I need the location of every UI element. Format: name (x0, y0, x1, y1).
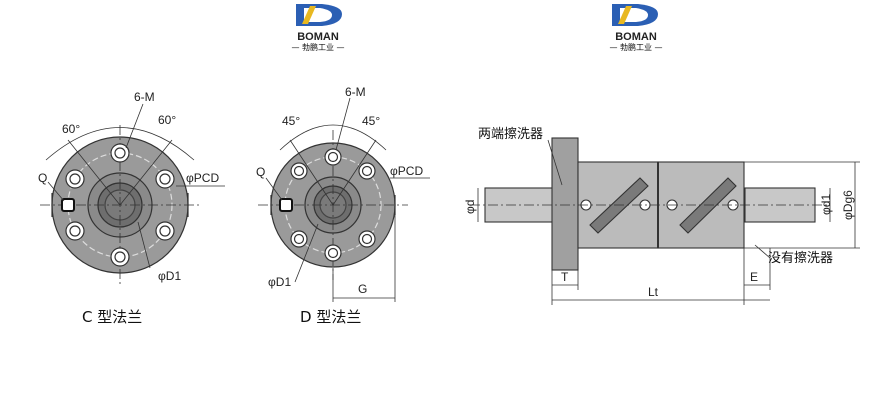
boman-logo-left: BOMAN — 勃鹏工业 — (291, 4, 345, 52)
side-lt-label: Lt (648, 285, 659, 299)
flange-d-angle-right: 45° (362, 114, 380, 128)
side-e-label: E (750, 270, 758, 284)
flange-d-angle-left: 45° (282, 114, 300, 128)
flange-d-d1-label: φD1 (268, 275, 291, 289)
side-wiper-none-label: 没有擦洗器 (768, 251, 833, 266)
side-d-label: φd (463, 200, 477, 214)
boman-logo-right: BOMAN — 勃鹏工业 — (609, 4, 663, 52)
side-t-label: T (561, 270, 569, 284)
logo-brand: BOMAN (297, 31, 339, 43)
flange-c-d1-label: φD1 (158, 269, 181, 283)
flange-c-pcd-label: φPCD (186, 171, 219, 185)
flange-d-hole-label: 6-M (345, 85, 366, 99)
flange-c-hole-label: 6-M (134, 90, 155, 104)
flange-c-caption: C 型法兰 (82, 308, 142, 326)
flange-c-angle-left: 60° (62, 122, 80, 136)
flange-c-view (40, 103, 225, 285)
flange-d-caption: D 型法兰 (300, 308, 361, 326)
logo-tagline-2: — 勃鹏工业 — (609, 42, 662, 52)
flange-d-q-label: Q (256, 165, 265, 179)
flange-d-pcd-label: φPCD (390, 164, 423, 178)
flange-d-view (258, 97, 430, 302)
flange-c-angle-right: 60° (158, 113, 176, 127)
logo-brand-2: BOMAN (615, 31, 657, 43)
side-d1-label: φd1 (819, 194, 833, 215)
flange-d-g-label: G (358, 282, 367, 296)
ball-screw-side-view (470, 137, 860, 305)
side-wiper-both-label: 两端擦洗器 (478, 127, 543, 142)
flange-c-q-label: Q (38, 171, 47, 185)
side-dg6-label: φDg6 (841, 190, 855, 220)
logo-tagline: — 勃鹏工业 — (291, 42, 344, 52)
